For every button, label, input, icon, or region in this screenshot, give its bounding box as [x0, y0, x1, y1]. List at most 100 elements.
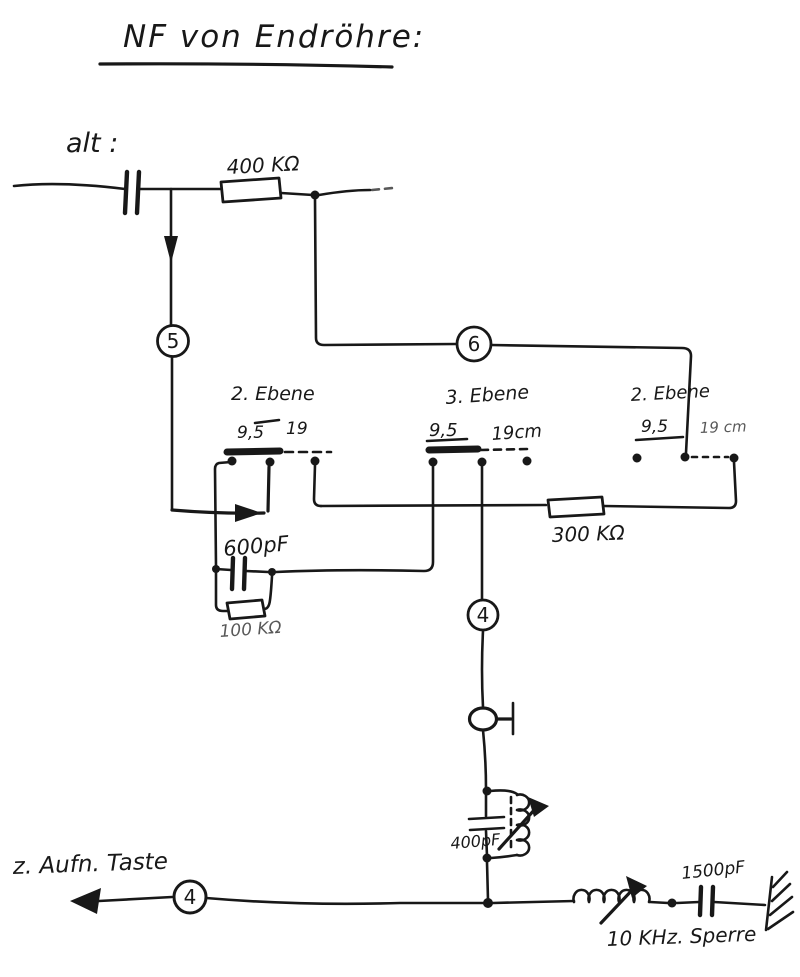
termination-wall-hatching: [766, 870, 795, 931]
capacitor-400pf-label: 400pF: [450, 830, 502, 853]
wire-loop-right: [262, 574, 274, 611]
group2-contact-a: [428, 457, 438, 467]
wire-to-contact-g1b: [266, 465, 271, 513]
group2-pos-95-underline: [425, 437, 469, 443]
group3-label: 2. Ebene: [630, 381, 710, 406]
flow-arrow-down-icon: [164, 236, 178, 263]
wire-contact-a-down: [213, 460, 233, 568]
group1-wiper-bar: [223, 447, 284, 456]
group1-pos-95-flourish: [253, 418, 281, 425]
wire-bus-right: [602, 460, 738, 510]
coil-10khz-arrow-shaft: [599, 885, 637, 925]
wire-top-right: [317, 188, 372, 197]
resistor-300k-body: [546, 495, 606, 519]
group3-contact-b: [680, 452, 690, 462]
node-5-number: 5: [167, 329, 180, 353]
flow-arrow-right-icon: [235, 504, 262, 522]
group2-contact-c: [522, 456, 532, 466]
group2-label: 3. Ebene: [445, 381, 530, 409]
wire-top-right-fade: [370, 186, 395, 192]
title-underline: [98, 62, 394, 69]
capacitor-600pf-plate-right: [241, 555, 248, 592]
resistor-100k-body: [225, 598, 267, 621]
group2-pos-95: 9,5: [429, 420, 458, 441]
group1-label: 2. Ebene: [231, 383, 315, 405]
rc-node-right: [268, 568, 276, 576]
resistor-100k-label: 100 KΩ: [219, 618, 282, 642]
wire-coil-bottom: [489, 853, 519, 860]
wire-tank-to-rail: [485, 860, 490, 902]
wire-resistor-to-node: [279, 191, 315, 197]
capacitor-400pf-plate-bottom: [468, 826, 506, 832]
capacitor-1500pf-label: 1500pF: [680, 857, 746, 884]
branch-5: 5: [156, 187, 271, 522]
record-key-label: z. Aufn. Taste: [11, 849, 168, 880]
tank-node-bottom: [482, 853, 492, 863]
resistor-400k-label: 400 KΩ: [226, 151, 301, 179]
bus-300k: 300 KΩ: [319, 460, 738, 547]
node-6-number: 6: [468, 332, 481, 356]
wire-branch6-right: [489, 343, 693, 455]
coil-adjust-arrow-icon: [528, 797, 549, 817]
group1-contact-c: [310, 456, 320, 466]
node-4b-number: 4: [184, 885, 197, 909]
wire-rc-left: [214, 567, 233, 572]
wire-rc-right: [244, 569, 270, 574]
coil-10khz-windings: [572, 888, 651, 904]
group2-contact-b: [477, 457, 487, 467]
rail-node-right: [667, 898, 677, 908]
input-stage: 400 KΩ: [12, 151, 395, 216]
sperre-label: 10 KHz. Sperre: [606, 922, 756, 951]
bottom-rail: z. Aufn. Taste 4 1500pF 10 KHz. Sperre: [11, 849, 795, 951]
wire-contact-c-down: [312, 463, 323, 508]
switch-group-2: 3. Ebene 9,5 19cm: [425, 381, 543, 467]
group3-pos-19cm: 19 cm: [700, 417, 747, 437]
termination-wall-bar: [764, 875, 774, 932]
capacitor-600pf-plate-left: [229, 555, 236, 592]
group1-contact-b: [265, 457, 275, 467]
rail-junction-dot: [483, 898, 493, 908]
node-4a-number: 4: [477, 603, 490, 627]
wire-rail-center: [204, 896, 485, 906]
coil-adjust-arrow-shaft: [497, 806, 538, 851]
coil-10khz-arrow-icon: [626, 876, 647, 898]
wire-tank-bottom: [484, 829, 489, 858]
input-capacitor-plate-right: [134, 169, 142, 216]
wire-coil-top: [488, 789, 519, 796]
group2-pos-19cm: 19cm: [491, 421, 543, 445]
wire-branch6-left: [313, 197, 458, 347]
group2-wiper-bar: [425, 445, 482, 454]
switch-group-1: 2. Ebene 9,5 19: [213, 383, 333, 568]
wire-coil-to-node: [648, 900, 670, 905]
coil-vertical-windings: [515, 793, 531, 857]
wire-rc-to-group2: [274, 464, 435, 574]
rc-block-600pf-100k: 600pF 100 KΩ: [212, 464, 435, 642]
switch-group-3: 2. Ebene 9,5 19 cm: [630, 381, 747, 463]
capacitor-1500pf-plate-left: [697, 884, 704, 918]
alt-label: alt :: [66, 128, 118, 159]
group1-pos-19: 19: [286, 419, 308, 439]
capacitor-400pf-plate-top: [467, 815, 506, 821]
branch-6: 6: [313, 197, 693, 455]
group3-pos-95: 9,5: [641, 417, 668, 437]
group3-wiper-bar: [634, 435, 685, 442]
wire-loop-left: [214, 571, 229, 613]
resistor-400k-body: [219, 176, 283, 204]
wire-branch4-lower: [481, 728, 488, 791]
wire-node-to-cap: [675, 900, 701, 905]
junction-dot-top: [310, 190, 320, 200]
group3-contact-c: [729, 453, 739, 463]
rail-arrow-left-icon: [70, 888, 101, 914]
resistor-300k-label: 300 KΩ: [551, 520, 625, 547]
wire-branch4-mid: [480, 629, 485, 709]
tank-400pf-coil: 400pF: [450, 786, 549, 902]
wire-rail-arrow: [97, 895, 174, 903]
group3-contact-a: [632, 453, 642, 463]
capacitor-600pf-label: 600pF: [222, 531, 290, 561]
branch-4-middle: 4: [466, 464, 515, 791]
input-capacitor-plate-left: [122, 169, 130, 216]
wire-cap-to-wall: [712, 900, 767, 907]
title-block: NF von Endröhre:: [98, 19, 423, 69]
